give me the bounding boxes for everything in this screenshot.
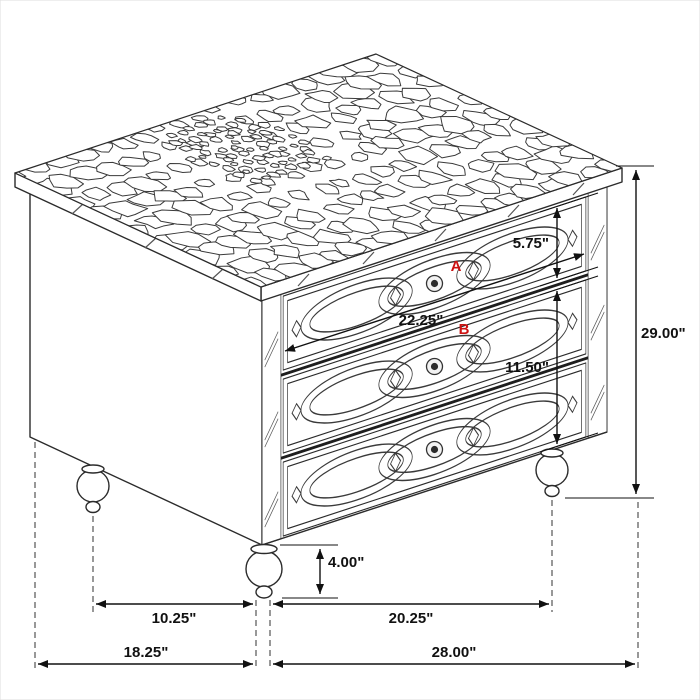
dimension-foot-height: 4.00" bbox=[280, 544, 364, 599]
drawer-gap bbox=[280, 356, 589, 460]
dimension-drawer-width: 22.25" bbox=[284, 253, 585, 352]
drawer-c-front bbox=[282, 362, 587, 537]
mirror-trim-left-column bbox=[261, 288, 282, 546]
drawer-b-knob bbox=[425, 357, 444, 376]
dimension-label-foot-spacing-width: 20.25" bbox=[389, 610, 434, 627]
drawer-c-knob bbox=[425, 440, 444, 459]
dimension-overall-height: 29.00" bbox=[565, 165, 686, 499]
dimension-label-overall-width: 28.00" bbox=[432, 644, 477, 661]
dimension-label-foot-inset-depth: 10.25" bbox=[152, 610, 197, 627]
diamond-ornament bbox=[567, 229, 578, 248]
drawer-a-marker: A bbox=[451, 258, 462, 275]
dimension-label-drawer-b-height: 11.50" bbox=[505, 359, 549, 376]
dimension-label-drawer-width: 22.25" bbox=[399, 312, 444, 329]
croc-pattern bbox=[15, 54, 622, 287]
dimension-annotations: 5.75" 11.50" 22.25" A B 29.00" bbox=[34, 165, 686, 670]
dimension-overall-depth: 18.25" bbox=[38, 644, 253, 668]
dimension-label-foot-height: 4.00" bbox=[328, 554, 364, 571]
diamond-ornament bbox=[390, 369, 402, 390]
bun-foot-right bbox=[535, 448, 569, 498]
diamond-ornament bbox=[467, 426, 480, 447]
drawer-b-marker: B bbox=[459, 321, 470, 338]
diamond-ornament bbox=[390, 452, 402, 473]
drawer-a-knob bbox=[425, 274, 444, 293]
top-surface-outline bbox=[14, 53, 623, 288]
bun-foot-front bbox=[245, 543, 283, 599]
dimension-label-drawer-a-height: 5.75" bbox=[513, 235, 549, 252]
bun-foot-back-left bbox=[76, 464, 110, 514]
bun-feet bbox=[76, 448, 569, 599]
dimension-label-overall-height: 29.00" bbox=[641, 325, 686, 342]
dimension-overall-width: 28.00" bbox=[273, 644, 635, 668]
diamond-ornament bbox=[567, 395, 578, 414]
diamond-ornament bbox=[291, 402, 302, 421]
dimension-foot-inset-depth: 10.25" bbox=[96, 600, 253, 627]
dimension-label-overall-depth: 18.25" bbox=[124, 644, 169, 661]
dimension-foot-spacing-width: 20.25" bbox=[273, 600, 549, 627]
diamond-ornament bbox=[291, 485, 302, 504]
croc-texture-clip bbox=[15, 54, 622, 287]
projection-guides bbox=[34, 442, 639, 670]
